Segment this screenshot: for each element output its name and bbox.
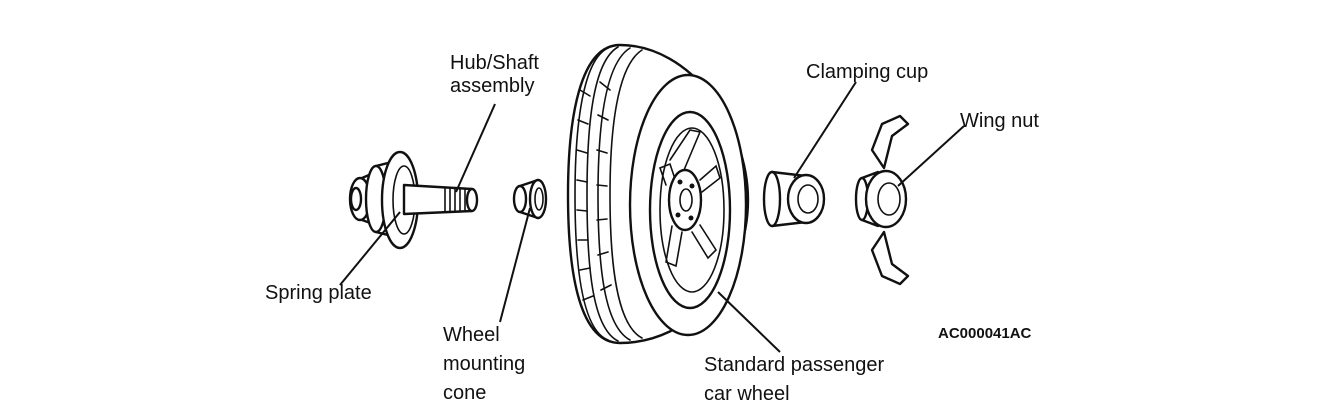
clamping-cup [762, 170, 826, 228]
leader-wing-nut [897, 125, 965, 187]
leader-hub-shaft [455, 103, 496, 193]
leader-clamping-cup [793, 81, 857, 179]
wing-nut [854, 114, 910, 286]
label-standard-passenger-car-wheel: Standard passenger car wheel [704, 354, 885, 405]
leader-wheel-cone [499, 207, 531, 323]
label-clamping-cup: Clamping cup [806, 61, 929, 83]
leader-passenger-wheel [717, 291, 781, 353]
label-spring-plate: Spring plate [265, 282, 372, 304]
label-wheel-mounting-cone: Wheel mounting cone [443, 324, 526, 404]
passenger-car-wheel [566, 43, 750, 345]
label-wing-nut: Wing nut [960, 110, 1039, 132]
label-hub-shaft-assembly: Hub/Shaft assembly [450, 52, 539, 97]
hub-shaft-assembly [348, 150, 479, 250]
figure-code: AC000041AC [938, 325, 1032, 342]
leader-lines [339, 81, 965, 353]
leader-spring-plate [339, 211, 401, 286]
wheel-mounting-cone [512, 178, 548, 220]
